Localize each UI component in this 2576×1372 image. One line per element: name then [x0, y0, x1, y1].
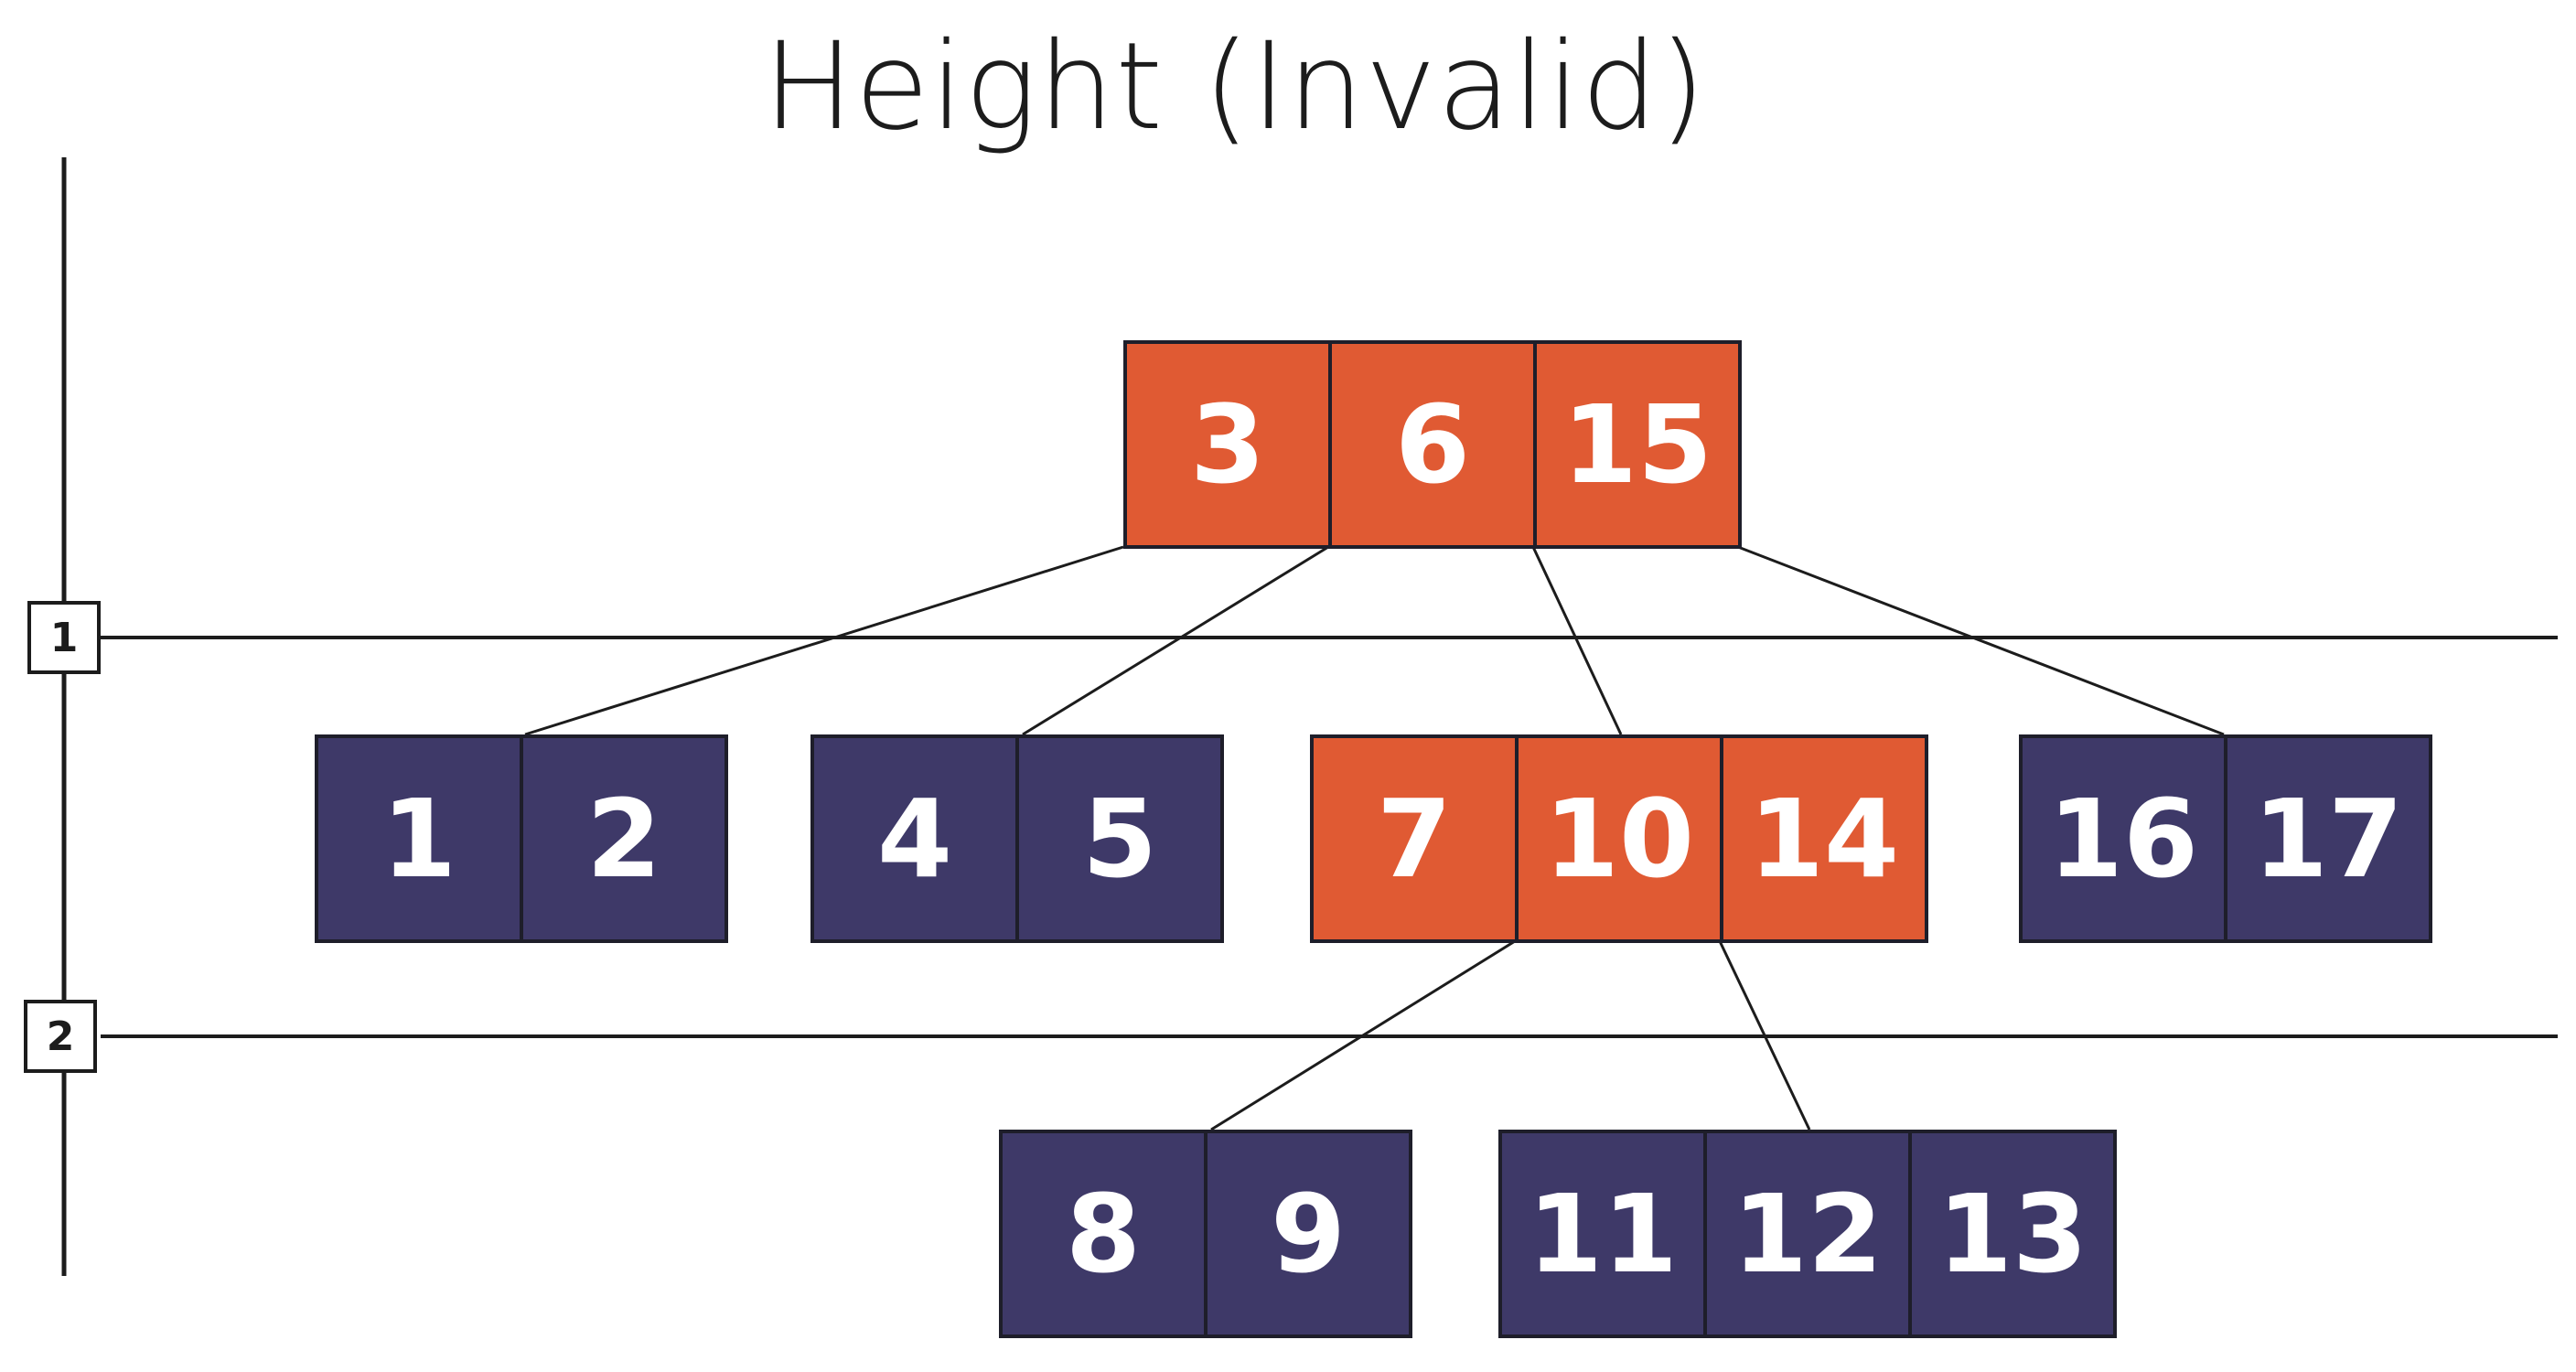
edge-root-to-n-4-5: [1022, 545, 1329, 736]
edge-n-7-10-14-to-n-8-9: [1210, 939, 1516, 1131]
edge-root-to-n-7-10-14: [1531, 546, 1623, 735]
node-key-12: 12: [1703, 1130, 1912, 1338]
node-key-13: 13: [1908, 1130, 2117, 1338]
node-key-8: 8: [999, 1130, 1208, 1338]
node-key-5: 5: [1015, 734, 1224, 943]
level-badge-1: 1: [27, 601, 101, 674]
node-key-16: 16: [2019, 734, 2227, 943]
node-key-14: 14: [1720, 734, 1928, 943]
node-key-2: 2: [520, 734, 728, 943]
node-key-4: 4: [810, 734, 1019, 943]
edge-n-7-10-14-to-n-11-12-13: [1718, 940, 1811, 1131]
node-key-7: 7: [1310, 734, 1519, 943]
node-key-11: 11: [1498, 1130, 1707, 1338]
level-badge-2: 2: [24, 1000, 97, 1073]
node-key-15: 15: [1533, 340, 1742, 549]
node-key-9: 9: [1204, 1130, 1412, 1338]
edge-root-to-n-16-17: [1737, 545, 2225, 736]
edge-root-to-n-1-2: [524, 545, 1124, 736]
node-key-6: 6: [1328, 340, 1537, 549]
node-key-3: 3: [1123, 340, 1332, 549]
node-key-10: 10: [1515, 734, 1723, 943]
diagram-title: Height (Invalid): [763, 16, 1707, 157]
node-key-17: 17: [2224, 734, 2432, 943]
node-key-1: 1: [315, 734, 523, 943]
